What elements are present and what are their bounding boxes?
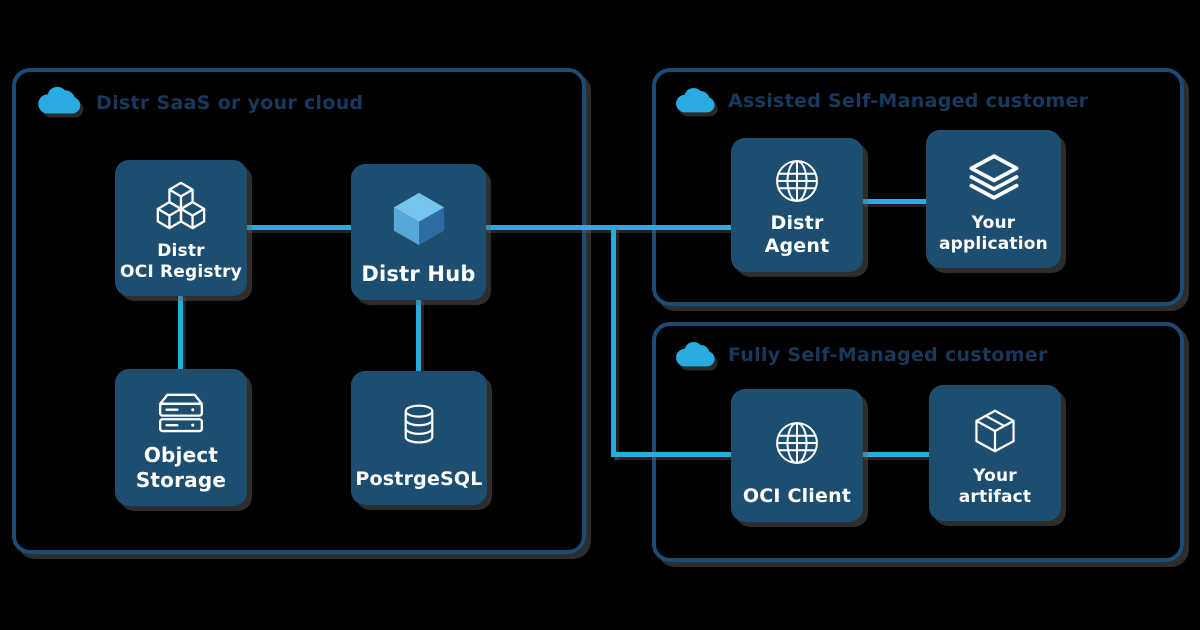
node-distr-oci-registry: Distr OCI Registry <box>115 160 247 296</box>
distr-cube-icon <box>387 176 451 261</box>
cloud-icon <box>36 85 84 115</box>
panel-title: Assisted Self-Managed customer <box>728 90 1089 112</box>
package-icon <box>968 397 1022 466</box>
connector-hub-postgres <box>416 298 421 374</box>
node-label: Storage <box>135 468 227 492</box>
cloud-icon <box>674 86 718 114</box>
node-label: Distr Hub <box>361 261 476 286</box>
node-label: PostrgeSQL <box>355 468 483 491</box>
panel-fully-self-managed: Fully Self-Managed customer <box>652 322 1184 562</box>
node-label: Distr Agent <box>764 211 830 258</box>
connector-agent-application <box>861 199 929 204</box>
cloud-icon <box>674 340 718 368</box>
node-label: OCI Client <box>742 485 852 508</box>
panel-title: Fully Self-Managed customer <box>728 344 1048 366</box>
node-label: Object <box>143 443 219 467</box>
cubes-stack-icon <box>150 172 212 241</box>
node-oci-client: OCI Client <box>731 389 863 522</box>
connector-ociclient-artifact <box>861 452 933 457</box>
connector-branch-vertical <box>611 225 616 457</box>
panel-title: Distr SaaS or your cloud <box>96 92 364 114</box>
globe-icon <box>768 401 826 485</box>
connector-registry-storage <box>178 294 183 372</box>
globe-icon <box>768 150 826 212</box>
node-label: Your <box>971 212 1016 233</box>
connector-hub-agent <box>484 225 734 230</box>
node-label: OCI Registry <box>120 261 242 282</box>
layers-icon <box>965 142 1023 213</box>
node-label: application <box>939 233 1048 254</box>
node-label: Distr <box>157 240 205 261</box>
node-object-storage: Object Storage <box>115 369 247 506</box>
connector-registry-hub <box>245 225 355 230</box>
node-your-application: Your application <box>926 130 1061 268</box>
panel-distr-saas-or-your-cloud: Distr SaaS or your cloud <box>12 68 586 554</box>
connector-branch-ociclient <box>611 452 734 457</box>
node-distr-agent: Distr Agent <box>731 138 863 272</box>
node-postrgesql: PostrgeSQL <box>351 371 487 505</box>
node-label: artifact <box>958 486 1032 507</box>
node-distr-hub: Distr Hub <box>351 164 486 300</box>
node-your-artifact: Your artifact <box>929 385 1061 521</box>
database-icon <box>394 383 444 468</box>
panel-assisted-self-managed: Assisted Self-Managed customer <box>652 68 1184 306</box>
node-label: Your <box>973 465 1017 486</box>
server-stack-icon <box>152 381 210 443</box>
